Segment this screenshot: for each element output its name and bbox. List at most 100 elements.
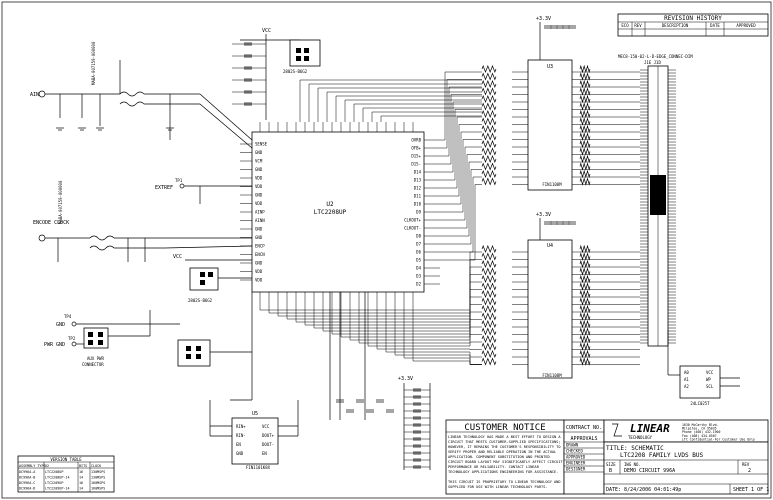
version-cell: LTC2209UP	[45, 481, 63, 485]
resistor-symbol	[481, 252, 497, 261]
resistor-symbol	[481, 335, 497, 343]
pin-label: CLKOUT-	[404, 226, 421, 231]
tp1-testpoint[interactable]	[179, 183, 185, 189]
dwg-label: IWG NO.	[624, 462, 641, 467]
pin-label: D4	[416, 266, 421, 271]
resistor-symbol	[481, 177, 497, 186]
pin-label: SENSE	[255, 142, 268, 147]
notice-line: THIS CIRCUIT IS PROPRIETARY TO LINEAR TE…	[448, 480, 561, 484]
pin-label: D3	[416, 274, 421, 279]
pin-label: VDD	[255, 201, 263, 206]
pin-label: GND	[255, 193, 263, 198]
pin-label: D5	[416, 258, 421, 263]
resistor-symbol	[579, 304, 591, 314]
pin-label: GND	[255, 167, 263, 172]
tp2-label: TP2	[68, 336, 76, 341]
resistor-symbol	[579, 319, 591, 329]
resistor-symbol	[481, 132, 497, 141]
resistor-symbol	[579, 87, 591, 96]
resistor-symbol	[579, 289, 591, 299]
company-name: LINEAR	[630, 422, 670, 435]
resistor-symbol	[481, 162, 497, 171]
rev-col-rev: REV	[634, 23, 642, 28]
resistor-symbol	[481, 155, 497, 163]
pin-label: VDD	[255, 176, 263, 181]
u4-lvds-driver: U4 FIN1108M	[512, 239, 640, 379]
resistor-symbol	[481, 102, 497, 111]
company-address-line: Fax (408) 434-0507	[682, 434, 717, 438]
jumper-j4	[289, 39, 321, 67]
resistor-symbol	[481, 125, 497, 133]
resistor-symbol	[579, 64, 591, 74]
approval-row: CHECKED	[566, 449, 583, 454]
revision-title: REVISION HISTORY	[664, 15, 722, 22]
pin-label: CLKOUT+	[404, 218, 421, 223]
u7-part: 24LC025T	[690, 401, 710, 406]
resistor-symbol	[481, 357, 497, 366]
svg-text:DOUT-: DOUT-	[262, 442, 274, 447]
notice-line: SUPPLIED FOR USE WITH LINEAR TECHNOLOGY …	[448, 485, 548, 489]
resistor-symbol	[579, 342, 591, 351]
resistor-symbol	[481, 312, 497, 321]
resistor-symbol	[579, 79, 591, 89]
encode-connector[interactable]	[38, 234, 46, 242]
termination-resistor-bank	[481, 65, 497, 366]
customer-notice: CUSTOMER NOTICE LINEAR TECHNOLOGY HAS MA…	[445, 419, 565, 495]
resistor-symbol	[481, 72, 497, 81]
resistor-symbol	[579, 102, 591, 111]
svg-text:A1: A1	[684, 377, 689, 382]
u4-ref: U4	[547, 243, 553, 249]
approval-row: APPROVED	[566, 455, 586, 460]
resistor-symbol	[579, 252, 591, 261]
u3-ref: U3	[547, 64, 553, 70]
notice-line: PERFORMANCE OR RELIABILITY. CONTACT LINE…	[448, 465, 540, 469]
pin-label: D15-	[411, 162, 421, 167]
resistor-symbol	[579, 244, 591, 254]
version-header: BITS	[79, 464, 87, 468]
aux-power-connector	[83, 327, 109, 349]
ain-connector[interactable]	[38, 90, 46, 98]
version-cell: LTC2208UP-14	[45, 476, 70, 480]
resistor-symbol	[579, 117, 591, 126]
ain-label: AIN	[30, 92, 39, 98]
u5-part: FIN1101K8X	[246, 465, 271, 470]
version-cell: LTC2208UP	[45, 470, 63, 474]
resistor-symbol	[579, 259, 591, 269]
title-block: TITLE: SCHEMATIC LTC2208 FAMILY LVDS BUS…	[603, 441, 769, 495]
resistor-symbol	[579, 147, 591, 156]
svg-text:WP: WP	[706, 377, 711, 382]
pin-label: D14	[414, 170, 422, 175]
u4-supply-label: +3.3V	[536, 212, 551, 218]
jumper-j2	[189, 267, 219, 291]
resistor-symbol	[481, 350, 497, 358]
resistor-symbol	[481, 327, 497, 336]
resistor-symbol	[579, 297, 591, 306]
resistor-symbol	[481, 342, 497, 351]
svg-text:VCC: VCC	[706, 370, 714, 375]
rev-col-date: DATE	[710, 23, 720, 28]
resistor-symbol	[481, 275, 497, 283]
resistor-symbol	[579, 154, 591, 164]
title-label: TITLE: SCHEMATIC	[606, 445, 664, 452]
vcc-top-label: VCC	[262, 28, 271, 34]
tp4-testpoint[interactable]	[71, 321, 77, 327]
pin-label: D6	[416, 250, 421, 255]
pin-label: GND	[255, 261, 263, 266]
version-cell: 16	[79, 481, 83, 485]
svg-text:SCL: SCL	[706, 384, 714, 389]
notice-title: CUSTOMER NOTICE	[464, 423, 545, 433]
resistor-symbol	[481, 245, 497, 253]
ain-network	[45, 60, 253, 149]
version-cell: 130MSPS	[91, 470, 105, 474]
pin-label: VDD	[255, 278, 263, 283]
pin-label: ENCP	[255, 244, 265, 249]
resistor-symbol	[481, 117, 497, 126]
company-address-line: Phone (408) 432-1900	[682, 430, 720, 434]
rev-label: REV	[742, 462, 750, 467]
tp2-testpoint[interactable]	[71, 341, 77, 347]
resistor-symbol	[481, 147, 497, 156]
u4-part: FIN1108M	[542, 373, 562, 378]
approvals-block: CONTRACT NO. APPROVALS DRAWNCHECKEDAPPRO…	[563, 419, 605, 495]
